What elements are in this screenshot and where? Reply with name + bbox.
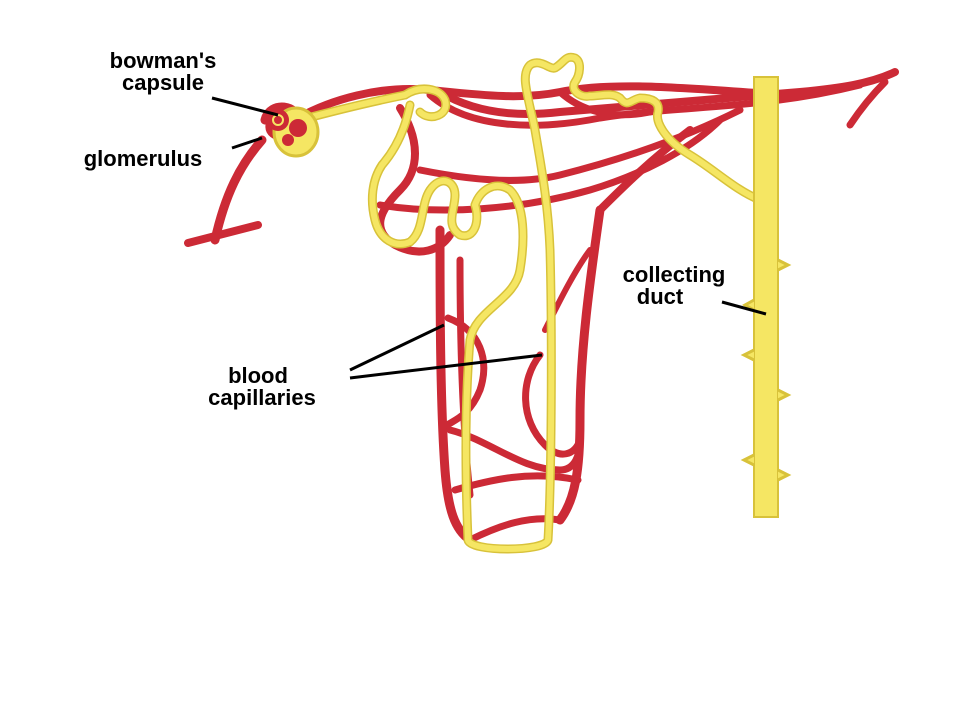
leader-lines [211,96,767,380]
label-collecting-duct-line1: collecting [623,262,726,287]
right-vein-tail [846,78,889,129]
upper-capillary-net [376,104,454,256]
vasa-recta-right-upper [596,126,694,214]
label-collecting-duct-line2: duct [637,284,684,309]
nephron-tubule [267,52,765,554]
leader-collecting-duct [721,300,767,316]
vasa-recta-left [435,225,475,545]
leader-blood-capillaries-1 [349,323,445,372]
leader-blood-capillaries-2 [349,353,543,380]
proximal-convolution-3 [407,178,480,245]
capillary-loop-right [522,351,584,458]
collecting-duct-shape [740,76,792,518]
label-glomerulus: glomerulus [84,146,203,171]
label-blood-capillaries-line2: capillaries [208,385,316,410]
labels: bowman's capsule glomerulus collecting d… [84,48,726,410]
proximal-convolution-2 [369,102,413,247]
vasa-recta-right [555,205,605,525]
afferent-arteriole-branch [184,221,262,247]
loop-of-henle [462,54,593,552]
afferent-arteriole [210,135,267,245]
leader-bowmans-capsule [211,96,279,117]
label-bowmans-capsule-line2: capsule [122,70,204,95]
label-bowmans-capsule-line1: bowman's [110,48,217,73]
efferent-arteriole [294,82,794,122]
leader-glomerulus [231,136,263,150]
capillary-cross-2 [451,472,582,494]
proximal-convolution-1 [402,86,449,120]
label-blood-capillaries-line1: blood [228,363,288,388]
distal-tubule [587,91,763,203]
top-vessel-4 [556,88,654,119]
